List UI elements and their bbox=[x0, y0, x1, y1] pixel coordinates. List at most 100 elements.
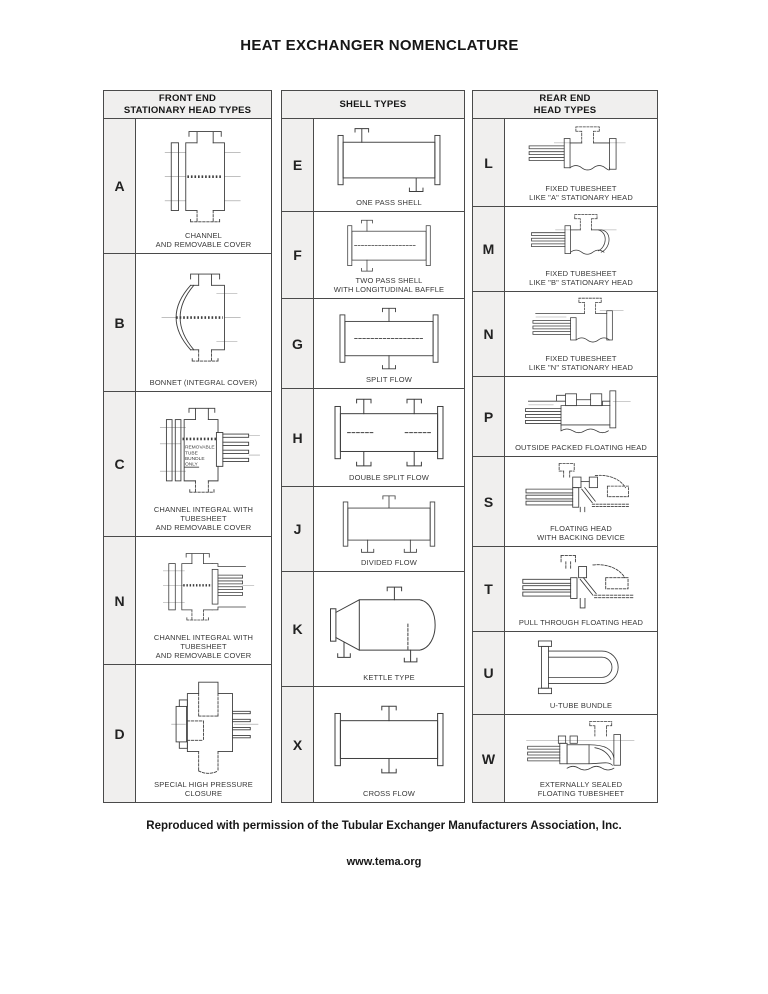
type-caption: SPECIAL HIGH PRESSURE CLOSURE bbox=[154, 780, 253, 799]
row-front-end-d: D SPECIAL HIGH PRESSURE CLOSURE bbox=[104, 665, 271, 802]
svg-text:TUBE: TUBE bbox=[185, 450, 199, 456]
diagram-cell: DOUBLE SPLIT FLOW bbox=[314, 389, 464, 486]
type-letter-f: F bbox=[282, 212, 314, 298]
type-letter-n: N bbox=[104, 537, 136, 664]
column-header-line: STATIONARY HEAD TYPES bbox=[123, 104, 252, 116]
type-letter-j: J bbox=[282, 487, 314, 571]
row-shell-types-g: G SPLIT FLOW bbox=[282, 299, 464, 389]
type-caption: U-TUBE BUNDLE bbox=[549, 701, 613, 711]
row-front-end-b: B BONNET (INTEGRAL COVER) bbox=[104, 254, 271, 392]
column-header-line: SHELL TYPES bbox=[339, 98, 407, 110]
svg-text:ONLY: ONLY bbox=[185, 462, 199, 468]
row-shell-types-k: K KETTLE TYPE bbox=[282, 572, 464, 687]
diagram-front-b bbox=[136, 254, 271, 379]
type-letter-p: P bbox=[473, 377, 505, 456]
type-letter-c: C bbox=[104, 392, 136, 536]
diagram-shell-k bbox=[314, 572, 464, 674]
diagram-rear-w bbox=[505, 715, 657, 781]
type-letter-k: K bbox=[282, 572, 314, 686]
diagram-cell: KETTLE TYPE bbox=[314, 572, 464, 686]
type-letter-t: T bbox=[473, 547, 505, 631]
diagram-cell: ONE PASS SHELL bbox=[314, 119, 464, 211]
type-caption: SPLIT FLOW bbox=[366, 375, 412, 385]
diagram-front-a bbox=[136, 119, 271, 232]
type-caption: CROSS FLOW bbox=[363, 789, 415, 799]
type-letter-n: N bbox=[473, 292, 505, 376]
type-caption: BONNET (INTEGRAL COVER) bbox=[149, 378, 258, 388]
svg-text:BUNDLE: BUNDLE bbox=[185, 456, 205, 462]
type-caption: OUTSIDE PACKED FLOATING HEAD bbox=[515, 443, 647, 453]
diagram-shell-e bbox=[314, 119, 464, 199]
row-rear-end-t: T PULL THROUGH FLOATING HEAD bbox=[473, 547, 657, 632]
diagram-cell: BONNET (INTEGRAL COVER) bbox=[136, 254, 271, 391]
type-letter-m: M bbox=[473, 207, 505, 291]
diagram-cell: DIVIDED FLOW bbox=[314, 487, 464, 571]
row-rear-end-u: U U-TUBE BUNDLE bbox=[473, 632, 657, 715]
footer-permission-text: Reproduced with permission of the Tubula… bbox=[146, 820, 622, 832]
diagram-rear-p bbox=[505, 377, 657, 444]
diagram-shell-f bbox=[314, 212, 464, 277]
type-letter-g: G bbox=[282, 299, 314, 388]
svg-text:REMOVABLE: REMOVABLE bbox=[185, 445, 215, 451]
row-rear-end-p: P OUTSIDE PACKED FLOATING HEAD bbox=[473, 377, 657, 457]
diagram-shell-x bbox=[314, 687, 464, 790]
diagram-rear-n bbox=[505, 292, 657, 355]
diagram-rear-m bbox=[505, 207, 657, 270]
diagram-shell-h bbox=[314, 389, 464, 474]
column-header-line: REAR END bbox=[539, 92, 591, 104]
diagram-front-d bbox=[136, 665, 271, 781]
diagram-cell: OUTSIDE PACKED FLOATING HEAD bbox=[505, 377, 657, 456]
type-letter-d: D bbox=[104, 665, 136, 802]
diagram-cell: U-TUBE BUNDLE bbox=[505, 632, 657, 714]
type-caption: KETTLE TYPE bbox=[363, 673, 415, 683]
diagram-shell-g bbox=[314, 299, 464, 376]
type-letter-l: L bbox=[473, 119, 505, 206]
type-caption: DIVIDED FLOW bbox=[361, 558, 417, 568]
type-letter-b: B bbox=[104, 254, 136, 391]
type-letter-s: S bbox=[473, 457, 505, 546]
type-caption: ONE PASS SHELL bbox=[356, 198, 422, 208]
diagram-cell: PULL THROUGH FLOATING HEAD bbox=[505, 547, 657, 631]
diagram-shell-j bbox=[314, 487, 464, 559]
diagram-front-n bbox=[136, 537, 271, 634]
column-header-line: FRONT END bbox=[158, 92, 217, 104]
page-title: HEAT EXCHANGER NOMENCLATURE bbox=[240, 37, 519, 54]
row-shell-types-j: J DIVIDED FLOW bbox=[282, 487, 464, 572]
type-letter-w: W bbox=[473, 715, 505, 802]
diagram-rear-t bbox=[505, 547, 657, 619]
type-letter-u: U bbox=[473, 632, 505, 714]
diagram-rear-s bbox=[505, 457, 657, 525]
column-header-shell-types: SHELL TYPES bbox=[282, 91, 464, 119]
diagram-rear-l bbox=[505, 119, 657, 185]
type-letter-a: A bbox=[104, 119, 136, 253]
